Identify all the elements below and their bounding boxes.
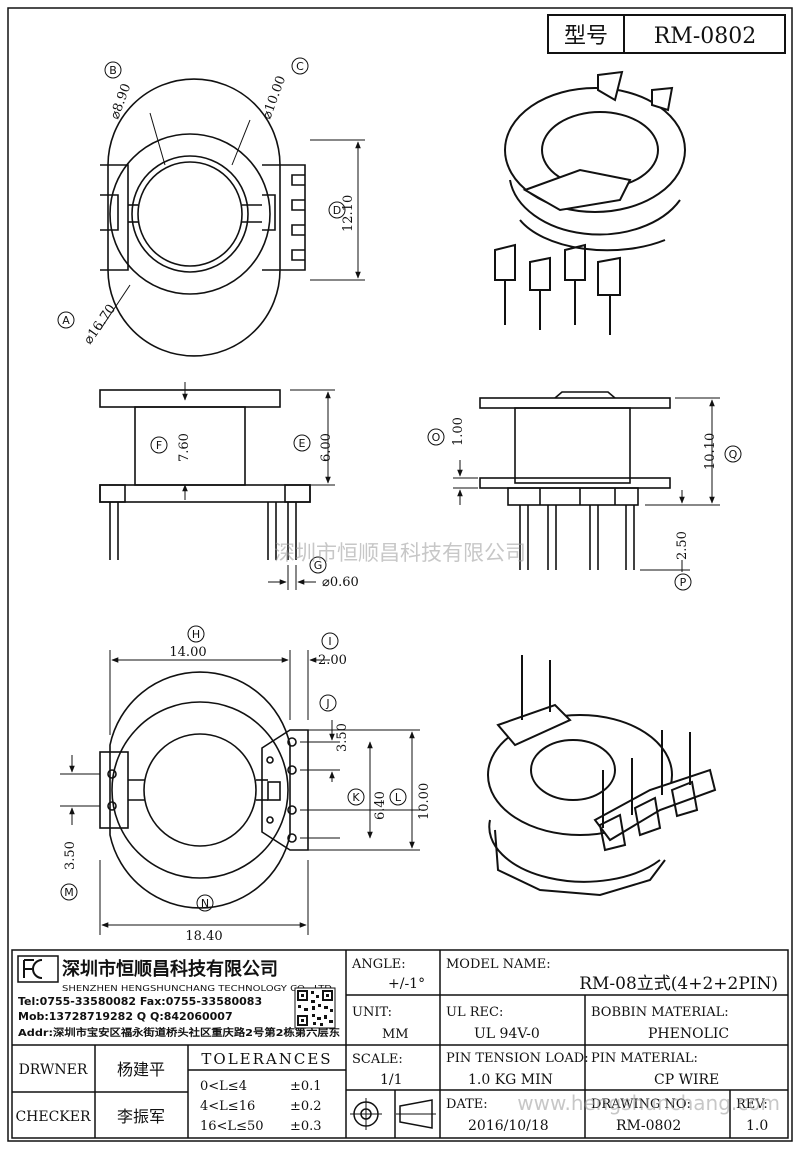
dim-width: 14.00 — [169, 645, 206, 660]
dim-pin-dia: ⌀0.60 — [322, 575, 359, 590]
model-label: 型号 — [564, 24, 608, 49]
dim-pin-offset: 2.00 — [318, 653, 347, 668]
pin-material-label: PIN MATERIAL: — [591, 1051, 698, 1066]
company-logo — [17, 955, 59, 983]
label-I: I — [328, 635, 331, 648]
company-tel: Tel:0755-33580082 Fax:0755-33580083 — [18, 995, 262, 1008]
dim-window: 6.00 — [319, 433, 334, 462]
qr-code-icon — [294, 987, 336, 1029]
tolerance-value-2: ±0.2 — [290, 1099, 322, 1114]
unit-label: UNIT: — [352, 1005, 392, 1020]
rev-value: 1.0 — [746, 1118, 768, 1134]
header-model-box: 型号 RM-0802 — [547, 14, 786, 54]
unit-value: MM — [382, 1027, 409, 1042]
label-K: K — [352, 791, 360, 804]
ul-rec-label: UL REC: — [446, 1005, 503, 1020]
projection-symbol-icon — [350, 1098, 436, 1130]
drawing-no-label: DRAWING NO: — [591, 1097, 691, 1112]
iso-view-top — [494, 70, 686, 335]
dim-pitch: 3.50 — [335, 723, 350, 752]
label-P: P — [680, 576, 687, 589]
dim-flange-thk: 1.00 — [451, 417, 466, 446]
label-C: C — [296, 60, 304, 73]
date-value: 2016/10/18 — [468, 1118, 549, 1134]
label-D: D — [333, 204, 341, 217]
watermark-center: 深圳市恒顺昌科技有限公司 — [274, 541, 526, 565]
dim-outer-core-dia: ⌀10.00 — [260, 74, 290, 121]
top-view-labels: B C D A ⌀8.90 ⌀10.00 12.10 ⌀16.70 — [57, 57, 356, 348]
dim-flange-dia: ⌀16.70 — [81, 302, 119, 348]
pin-tension-value: 1.0 KG MIN — [468, 1072, 553, 1088]
dim-inner-span: 6.40 — [373, 791, 388, 820]
label-A: A — [62, 314, 70, 327]
watermark-bottom: www.hengshunchang.com — [517, 1091, 780, 1115]
date-label: DATE: — [446, 1097, 488, 1112]
title-block-grid — [11, 949, 789, 1139]
bottom-view — [60, 650, 420, 935]
drawing-no-value: RM-0802 — [616, 1118, 681, 1134]
label-B: B — [109, 64, 117, 77]
scale-value: 1/1 — [380, 1072, 403, 1088]
dim-left-pitch: 3.50 — [63, 841, 78, 870]
tolerance-range-1: 0<L≤4 — [200, 1079, 247, 1094]
side-view-right — [453, 391, 720, 572]
drawer-value: 杨建平 — [117, 1060, 165, 1079]
label-M: M — [64, 886, 74, 899]
ul-rec-value: UL 94V-0 — [474, 1026, 540, 1042]
pin-material-value: CP WIRE — [654, 1072, 719, 1088]
side-view-left — [99, 382, 335, 590]
drawer-label: DRWNER — [19, 1062, 88, 1078]
iso-view-bottom — [487, 655, 717, 897]
side-view-left-labels: F E G 7.60 6.00 ⌀0.60 — [150, 433, 359, 590]
tolerance-title: TOLERANCES — [201, 1050, 332, 1068]
dim-pin-length: 2.50 — [675, 531, 690, 560]
dim-height: 12.10 — [341, 195, 356, 232]
checker-label: CHECKER — [15, 1109, 91, 1125]
model-name-value: RM-08立式(4+2+2PIN) — [579, 974, 778, 994]
tolerance-range-3: 16<L≤50 — [200, 1119, 264, 1134]
label-J: J — [325, 697, 329, 710]
company-mob: Mob:13728719282 Q Q:842060007 — [18, 1010, 233, 1023]
bobbin-material-label: BOBBIN MATERIAL: — [591, 1005, 729, 1020]
angle-label: ANGLE: — [351, 957, 406, 972]
dim-body-height: 7.60 — [177, 433, 192, 462]
dim-total-height: 10.10 — [703, 433, 718, 470]
tolerance-value-3: ±0.3 — [290, 1119, 322, 1134]
label-N: N — [201, 897, 209, 910]
label-L: L — [395, 791, 402, 804]
tolerance-value-1: ±0.1 — [290, 1079, 322, 1094]
angle-value: +/-1° — [388, 976, 425, 992]
rev-label: REV: — [736, 1097, 768, 1112]
bottom-view-labels: H I J K L M N 14.00 2.00 3.50 6.40 10.00… — [60, 625, 432, 944]
company-name-en: SHENZHEN HENGSHUNCHANG TECHNOLOGY CO., L… — [62, 984, 332, 993]
dim-total-width: 18.40 — [185, 929, 222, 944]
label-H: H — [192, 628, 200, 641]
sheet-frame — [7, 7, 793, 1142]
label-O: O — [432, 431, 441, 444]
dim-inner-dia: ⌀8.90 — [108, 82, 135, 122]
scale-label: SCALE: — [352, 1052, 403, 1067]
company-addr: Addr:深圳市宝安区福永街道桥头社区重庆路2号第2栋第六层东 — [18, 1026, 340, 1039]
pin-tension-label: PIN TENSION LOAD: — [446, 1051, 589, 1066]
tolerance-range-2: 4<L≤16 — [200, 1099, 255, 1114]
bobbin-material-value: PHENOLIC — [648, 1026, 729, 1042]
top-view — [99, 78, 365, 357]
model-name-label: MODEL NAME: — [446, 957, 551, 972]
label-F: F — [156, 439, 162, 452]
company-name-cn: 深圳市恒顺昌科技有限公司 — [62, 958, 278, 980]
side-view-right-labels: O Q P 1.00 10.10 2.50 — [427, 417, 742, 591]
checker-value: 李振军 — [117, 1107, 165, 1126]
label-E: E — [299, 437, 306, 450]
label-G: G — [314, 559, 323, 572]
dim-outer-span: 10.00 — [417, 783, 432, 820]
label-Q: Q — [729, 448, 738, 461]
model-value: RM-0802 — [654, 24, 757, 49]
